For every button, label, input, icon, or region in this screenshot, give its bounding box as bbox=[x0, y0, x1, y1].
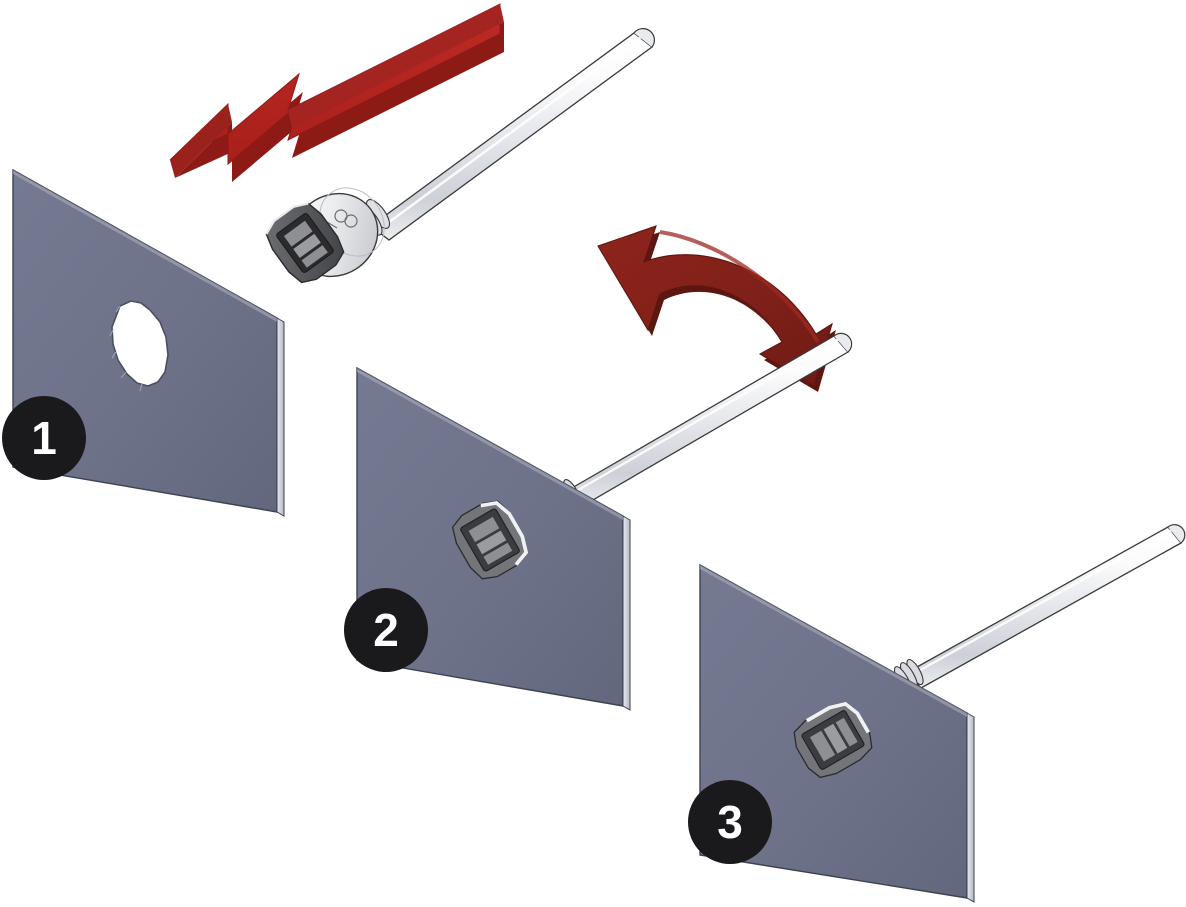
connector-face-step-1 bbox=[265, 202, 345, 284]
connector-assembly-step-1 bbox=[265, 28, 655, 284]
insert-arrow bbox=[169, 3, 504, 182]
step-badge-2: 2 bbox=[344, 588, 428, 672]
connector-face-step-2 bbox=[451, 500, 529, 580]
cable-step-3 bbox=[893, 524, 1186, 694]
cable-step-2 bbox=[550, 332, 853, 514]
connector-face-step-3 bbox=[793, 701, 873, 779]
step-1-group bbox=[12, 3, 655, 517]
step-badge-3: 3 bbox=[688, 780, 772, 864]
cable-step-1 bbox=[369, 28, 655, 241]
step-badge-1: 1 bbox=[2, 396, 86, 480]
panel-1-cutout bbox=[109, 300, 169, 392]
rotate-arrow bbox=[597, 225, 836, 392]
step-3-group bbox=[699, 524, 1186, 903]
